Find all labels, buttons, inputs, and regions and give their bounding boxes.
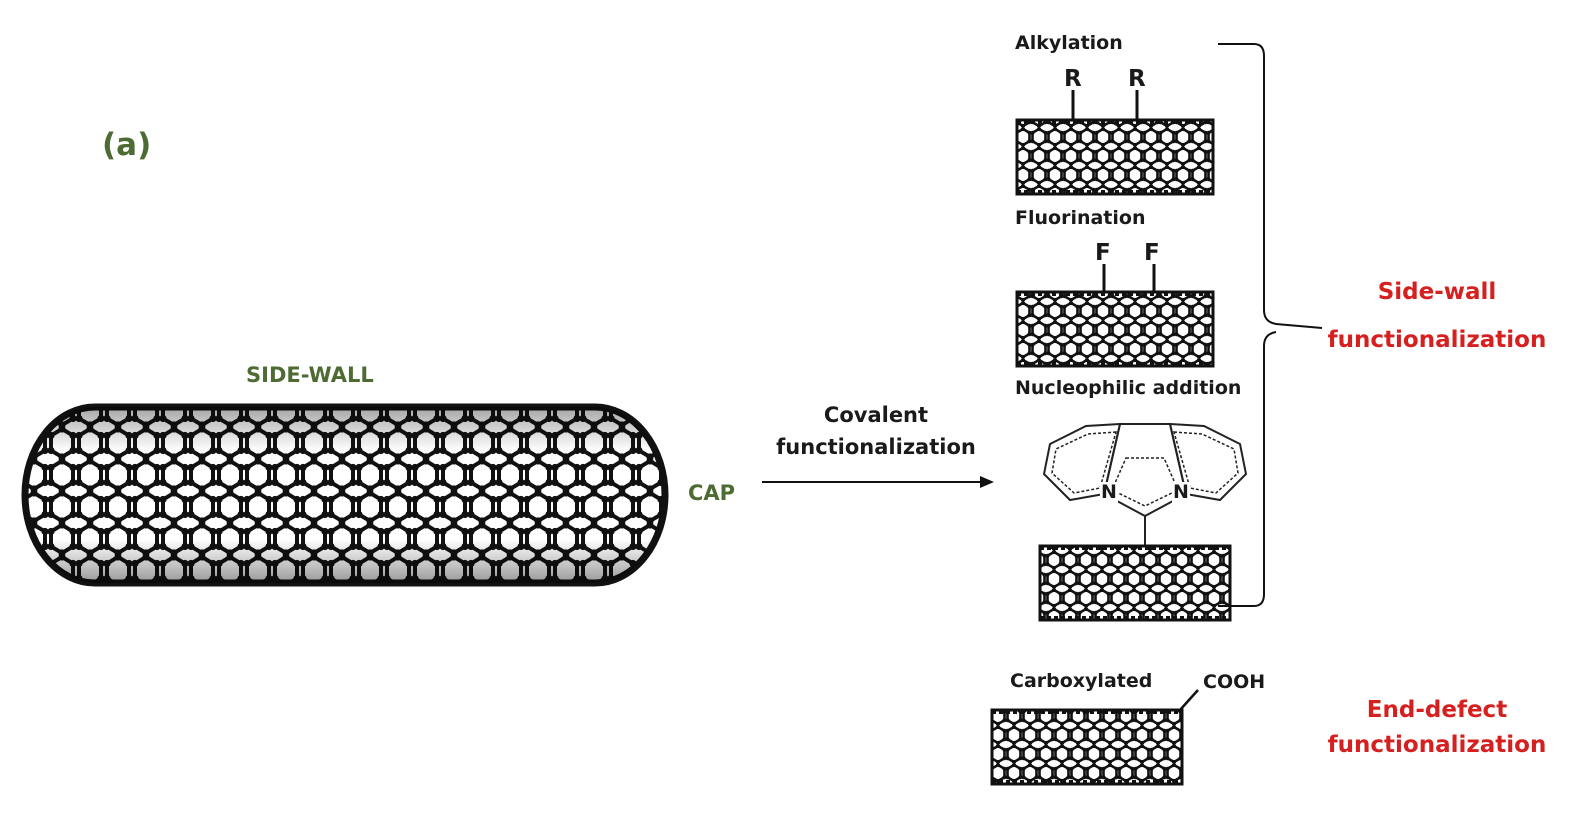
nucleophilic-title: Nucleophilic addition — [1015, 377, 1242, 399]
fluoro-group-right: F — [1144, 240, 1160, 266]
fluoro-group-left: F — [1095, 240, 1111, 266]
carboxyl-group: COOH — [1203, 671, 1266, 693]
sidewall-bracket — [1218, 43, 1323, 607]
cap-label: CAP — [688, 481, 736, 505]
alkylation-title: Alkylation — [1015, 32, 1123, 54]
nitrogen-left: N — [1100, 481, 1118, 503]
panel-label: (a) — [102, 127, 152, 163]
arrow-label-line2: functionalization — [776, 434, 976, 459]
alkyl-group-right: R — [1128, 66, 1146, 92]
sidewall-category-line2: functionalization — [1327, 327, 1547, 354]
fluorinated-tube — [1015, 264, 1215, 368]
sidewall-label: SIDE-WALL — [246, 363, 374, 387]
end-category-line1: End-defect — [1366, 697, 1508, 723]
carboxylated-tube — [990, 689, 1199, 786]
alkyl-group-left: R — [1064, 66, 1082, 92]
nanotube-illustration — [21, 403, 669, 587]
sidewall-category-label: Side-wall functionalization — [1322, 268, 1552, 365]
arrow-label-line1: Covalent — [823, 403, 929, 427]
end-category-line2: functionalization — [1327, 731, 1547, 758]
nitrogen-right: N — [1172, 481, 1190, 503]
carboxylated-title: Carboxylated — [1010, 670, 1153, 692]
fluorination-title: Fluorination — [1015, 207, 1146, 229]
alkylated-tube — [1015, 90, 1215, 196]
nucleophilic-structure — [1038, 422, 1248, 622]
reaction-arrow — [762, 476, 994, 488]
sidewall-category-line1: Side-wall — [1377, 279, 1497, 305]
arrow-label: Covalent functionalization — [766, 400, 986, 463]
end-category-label: End-defect functionalization — [1322, 693, 1552, 762]
